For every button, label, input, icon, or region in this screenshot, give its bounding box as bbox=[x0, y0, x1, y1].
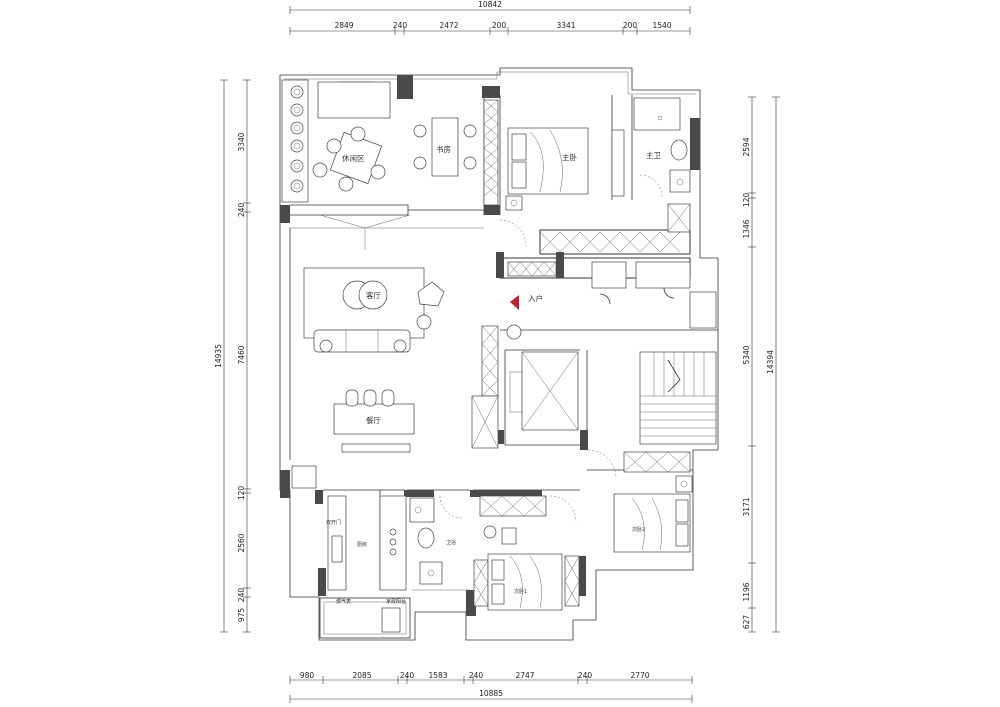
room-label-master-bath: 主卫 bbox=[646, 150, 661, 160]
dim-left-4: 120 bbox=[237, 486, 246, 501]
master-bath: 主卫 bbox=[633, 97, 691, 193]
entrance-marker: 入户 bbox=[506, 293, 543, 340]
dim-right-7: 627 bbox=[742, 615, 751, 630]
bath-basin-icon bbox=[419, 561, 443, 585]
dim-right-total: 14394 bbox=[766, 350, 775, 374]
dim-right-6: 1196 bbox=[742, 582, 751, 601]
dim-top-1: 2849 bbox=[334, 21, 353, 30]
armchair bbox=[417, 281, 445, 307]
dim-left-1: 3340 bbox=[237, 132, 246, 151]
dim-left-3: 7460 bbox=[237, 345, 246, 364]
dim-right-4: 5340 bbox=[742, 345, 751, 364]
dimension-bottom: 980 2085 240 1583 240 2747 240 2770 1088… bbox=[289, 671, 693, 703]
plant-icons bbox=[290, 85, 304, 193]
dim-top-4: 200 bbox=[492, 21, 507, 30]
sink-icon bbox=[331, 535, 343, 563]
dim-bottom-total: 10885 bbox=[479, 689, 503, 698]
dim-bottom-2: 2085 bbox=[352, 671, 371, 680]
bedroom-2: 次卧2 bbox=[613, 475, 693, 553]
sofa bbox=[313, 329, 411, 353]
kitchen: 双开门 厨房 bbox=[291, 465, 407, 591]
room-label-dining: 餐厅 bbox=[366, 416, 381, 425]
dim-left-5: 2560 bbox=[237, 533, 246, 552]
dim-right-3: 1346 bbox=[742, 219, 751, 238]
room-label-leisure: 休闲区 bbox=[342, 153, 365, 163]
doors bbox=[439, 174, 663, 523]
dim-left-total: 14935 bbox=[214, 344, 223, 368]
dimension-right: 2594 120 1346 5340 3171 1196 627 14394 bbox=[742, 96, 780, 633]
dim-top-7: 1540 bbox=[652, 21, 671, 30]
stairs bbox=[639, 351, 717, 445]
dim-top-2: 240 bbox=[393, 21, 408, 30]
dim-top-6: 200 bbox=[623, 21, 638, 30]
dim-top-5: 3341 bbox=[556, 21, 575, 30]
leisure-area: 休闲区 bbox=[281, 79, 391, 203]
entry-storage bbox=[591, 261, 717, 329]
room-label-master-bedroom: 主卧 bbox=[562, 152, 577, 162]
room-label-bathroom: 卫浴 bbox=[446, 539, 456, 546]
bedroom-1: 次卧1 bbox=[483, 525, 563, 611]
structural-columns bbox=[280, 75, 700, 616]
dim-bottom-8: 2770 bbox=[630, 671, 649, 680]
dim-top-3: 2472 bbox=[439, 21, 458, 30]
entrance-arrow-icon bbox=[510, 295, 519, 310]
dining: 餐厅 bbox=[333, 389, 415, 453]
dim-bottom-1: 980 bbox=[300, 671, 315, 680]
dim-bottom-6: 2747 bbox=[515, 671, 534, 680]
dim-top-total: 10842 bbox=[478, 0, 502, 9]
study-desk bbox=[431, 117, 459, 177]
room-label-entrance: 入户 bbox=[528, 293, 543, 303]
room-label-kitchen: 厨房 bbox=[357, 541, 367, 548]
fridge-unit bbox=[291, 465, 317, 489]
dim-left-7: 975 bbox=[237, 608, 246, 623]
living-room: 客厅 bbox=[289, 214, 484, 460]
dim-left-2: 240 bbox=[237, 203, 246, 218]
balcony: 燃气表 家政阳台 bbox=[319, 597, 411, 639]
room-label-bedroom-1: 次卧1 bbox=[514, 588, 527, 595]
master-bedroom: 主卧 bbox=[505, 127, 625, 211]
elevator bbox=[509, 351, 579, 431]
dim-right-1: 2594 bbox=[742, 137, 751, 156]
label-boiler: 燃气表 bbox=[336, 598, 351, 605]
label-fridge: 双开门 bbox=[326, 519, 341, 526]
shower-tray bbox=[409, 497, 435, 523]
dimension-top: 10842 2849 240 2472 200 3341 200 1540 bbox=[289, 0, 691, 35]
dim-bottom-5: 240 bbox=[469, 671, 484, 680]
dim-right-2: 120 bbox=[742, 193, 751, 208]
dim-right-5: 3171 bbox=[742, 497, 751, 516]
basin-icon bbox=[669, 169, 691, 193]
dimension-left: 14935 3340 240 7460 120 2560 240 975 bbox=[214, 79, 251, 633]
dim-bottom-4: 1583 bbox=[428, 671, 447, 680]
label-balcony: 家政阳台 bbox=[386, 598, 406, 605]
built-in-cabinets bbox=[471, 99, 691, 607]
dim-bottom-3: 240 bbox=[400, 671, 415, 680]
shower-area bbox=[633, 97, 681, 131]
room-label-study: 书房 bbox=[436, 144, 451, 154]
toilet-icon bbox=[670, 139, 688, 161]
room-label-living: 客厅 bbox=[366, 290, 381, 300]
dining-table bbox=[333, 403, 415, 435]
boiler-unit bbox=[381, 607, 401, 633]
dim-bottom-7: 240 bbox=[578, 671, 593, 680]
bath-toilet-icon bbox=[417, 527, 435, 549]
room-label-bedroom-2: 次卧2 bbox=[632, 526, 645, 533]
bathroom: 卫浴 bbox=[409, 497, 470, 591]
dim-left-6: 240 bbox=[237, 588, 246, 603]
study: 书房 bbox=[413, 117, 477, 177]
